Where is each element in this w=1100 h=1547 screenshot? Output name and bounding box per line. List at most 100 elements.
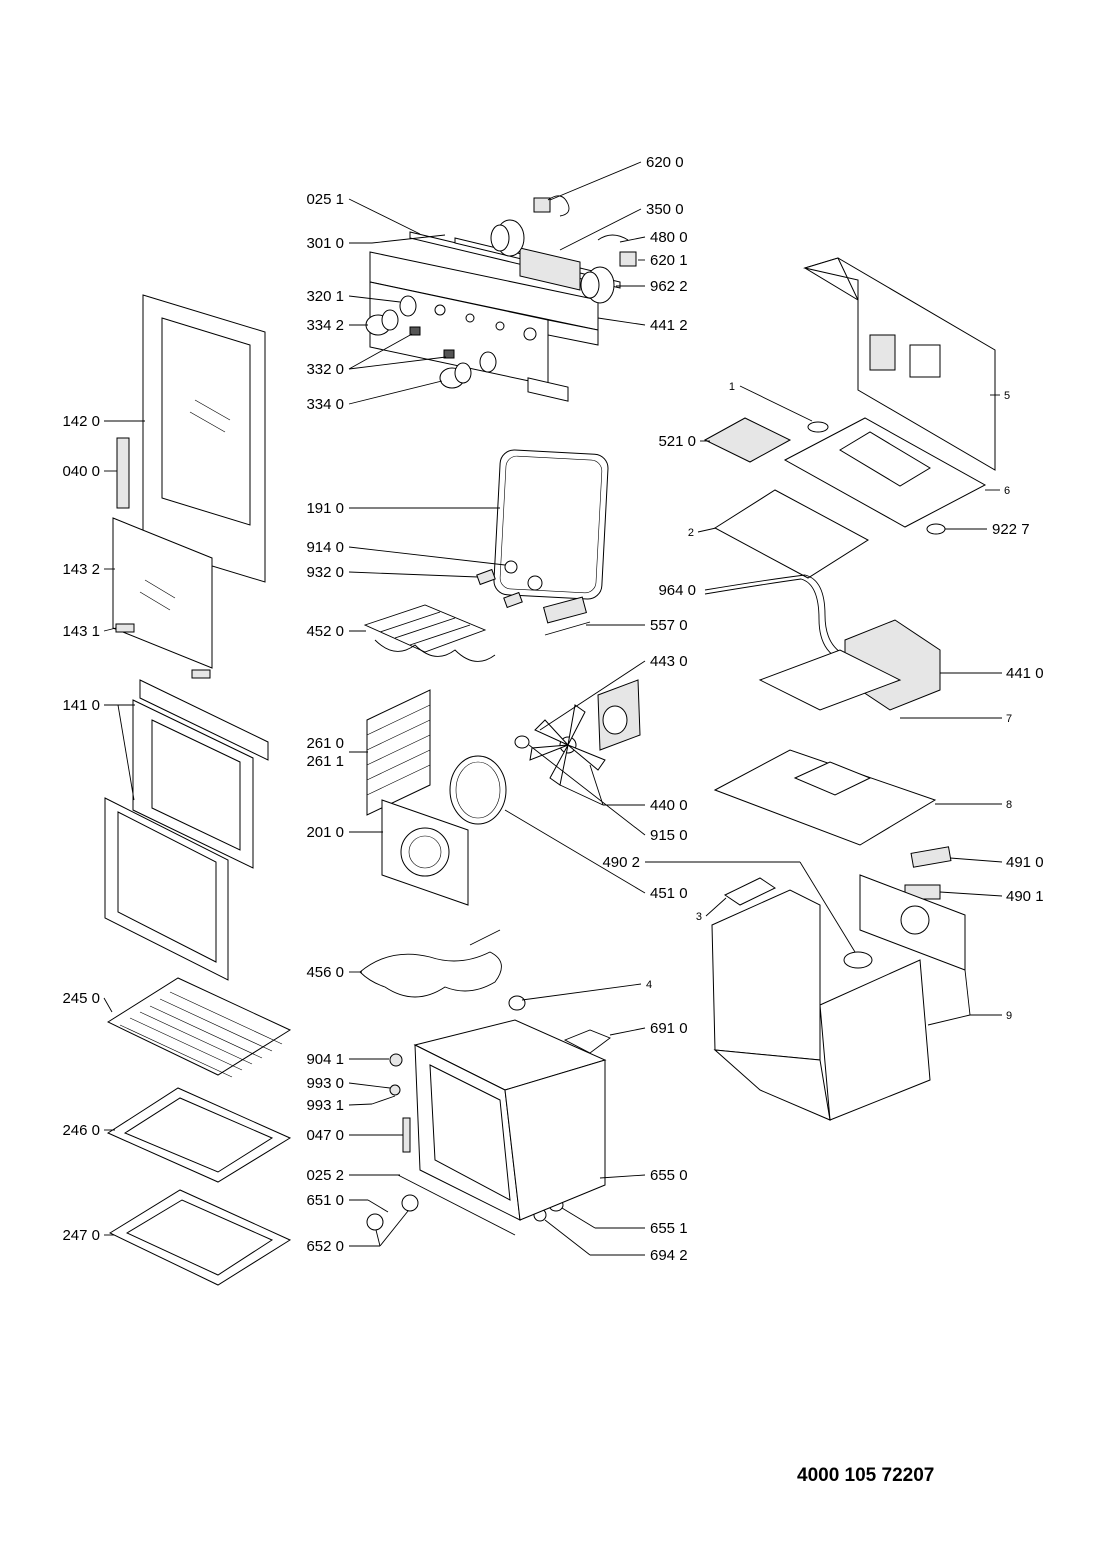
cavity-side [504,1059,606,1221]
grill-element [363,604,487,653]
leader-441-2 [597,317,646,326]
knob-housing-left-face [490,224,510,252]
leader-490-1 [939,891,1003,897]
housing-right-side [819,959,931,1121]
right-parts-group [703,257,996,1121]
selector-switch-left [533,197,551,213]
fan-cover-grille-ring [408,835,442,869]
leader-443-0 [539,660,646,731]
part-691-0 [563,1029,611,1054]
glass-clip [191,669,211,679]
leader-143-1 [103,627,117,632]
door-hinge [116,437,130,509]
outer-door-inner-window [151,719,241,851]
part-4 [508,995,526,1011]
bracket-047-0 [402,1117,411,1153]
callout-993-1: 993 1 [306,1097,344,1114]
callout-964-0: 964 0 [658,582,696,599]
leader-993-1 [348,1103,373,1106]
leader-655-1b [561,1207,596,1229]
callout-040-0: 040 0 [62,463,100,480]
fan-vane [567,704,586,746]
fascia-hole [523,327,537,341]
callout-247-0: 247 0 [62,1227,100,1244]
terminal-block-491-0 [910,846,952,868]
callout-332-0: 332 0 [306,361,344,378]
callout-914-0: 914 0 [306,539,344,556]
leader-350-0 [559,208,642,251]
callout-5: 5 [1004,390,1010,402]
rear-panel-cutout [909,344,941,378]
spacer-914-0 [504,560,518,574]
fan-vane [549,744,569,786]
leader-932-0 [348,571,479,578]
callout-456-0: 456 0 [306,964,344,981]
fan-vane [567,744,606,771]
callout-3: 3 [696,911,702,923]
leader-694-2b [544,1219,591,1256]
knob-334-2-face [381,309,399,331]
callout-8: 8 [1006,799,1012,811]
callout-620-0: 620 0 [646,154,684,171]
element-terminal [469,929,501,946]
switch-wire-right [597,234,629,241]
leader-993-0 [348,1082,391,1089]
leader-914-0 [348,546,506,566]
control-board [703,417,792,463]
callout-620-1: 620 1 [650,252,688,269]
baking-tray-inner [123,1097,274,1173]
center-parts-group [359,449,641,1236]
rack-wire [119,1024,233,1078]
leader-9b [964,969,971,1016]
callout-440-0: 440 0 [650,797,688,814]
leader-652-0c [379,1210,409,1247]
callout-962-2: 962 2 [650,278,688,295]
leader-301-0b [371,234,446,244]
callout-922-7: 922 7 [992,521,1030,538]
shelf-guide-left [366,689,431,816]
guide-rail [366,704,431,736]
support-bracket [758,649,902,711]
door-gasket-inner [499,455,603,594]
callout-350-0: 350 0 [646,201,684,218]
callout-142-0: 142 0 [62,413,100,430]
washer-922-7 [926,523,946,535]
thermostat-probe [544,621,591,636]
foot-904-1 [389,1053,403,1067]
leader-915-0 [528,744,646,836]
control-panel-group [365,195,637,402]
seal-1 [807,421,829,433]
rack-wire [169,991,283,1045]
fan-motor-body [602,705,628,735]
callout-9: 9 [1006,1010,1012,1022]
callout-932-0: 932 0 [306,564,344,581]
display-window [527,377,569,402]
callout-7: 7 [1006,713,1012,725]
leader-320-1 [348,295,401,303]
callout-334-2: 334 2 [306,317,344,334]
callout-320-1: 320 1 [306,288,344,305]
callout-652-0: 652 0 [306,1238,344,1255]
leader-1 [739,385,813,422]
leader-440-0b [589,764,604,806]
callout-labels: 620 0 025 1 350 0 301 0 480 0 620 1 962 … [62,154,1043,1264]
knob-shaft-332-0 [409,326,421,336]
cavity-opening [429,1064,511,1201]
screw-993-1 [371,1095,396,1105]
lower-plate [714,489,869,579]
callout-025-2: 025 2 [306,1167,344,1184]
thermostat-bracket [542,596,588,624]
leader-2 [697,527,717,533]
drip-pan-inner [125,1199,274,1276]
cooling-tube-edge [704,578,840,660]
cooling-tube [704,574,846,656]
callout-2: 2 [688,527,694,539]
callout-143-2: 143 2 [62,561,100,578]
top-plate-recess [839,431,931,487]
guide-rail [366,719,431,751]
callout-191-0: 191 0 [306,500,344,517]
rear-panel-top [803,257,859,301]
leader-4 [521,983,642,1001]
leader-480-0 [619,236,646,243]
